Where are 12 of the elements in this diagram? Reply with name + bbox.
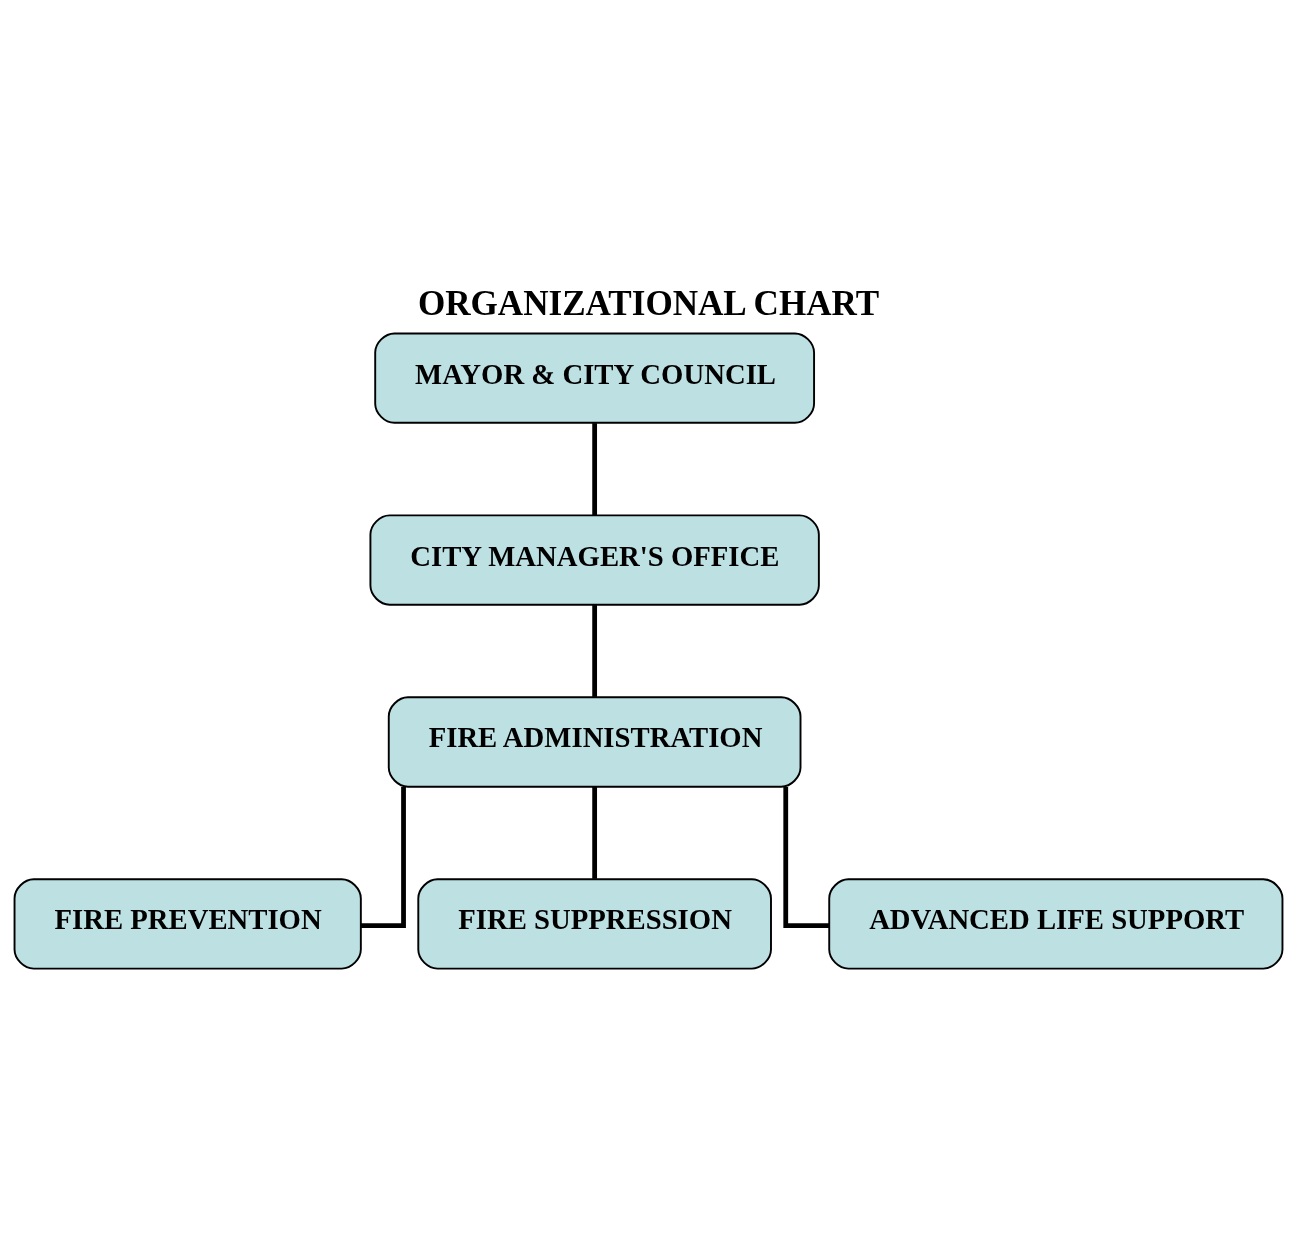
connector xyxy=(592,786,598,879)
connector xyxy=(360,786,406,928)
diagram-title: ORGANIZATIONAL CHART xyxy=(417,284,880,324)
node-box: CITY MANAGER'S OFFICE xyxy=(369,514,820,606)
node-box: FIRE SUPPRESSION xyxy=(417,878,772,970)
node-box: FIRE PREVENTION xyxy=(13,878,362,970)
node-box: FIRE ADMINISTRATION xyxy=(387,696,802,788)
connector xyxy=(592,605,598,697)
connector xyxy=(592,423,598,515)
node-box: MAYOR & CITY COUNCIL xyxy=(374,332,816,424)
connector xyxy=(783,786,830,928)
node-box: ADVANCED LIFE SUPPORT xyxy=(828,878,1284,970)
